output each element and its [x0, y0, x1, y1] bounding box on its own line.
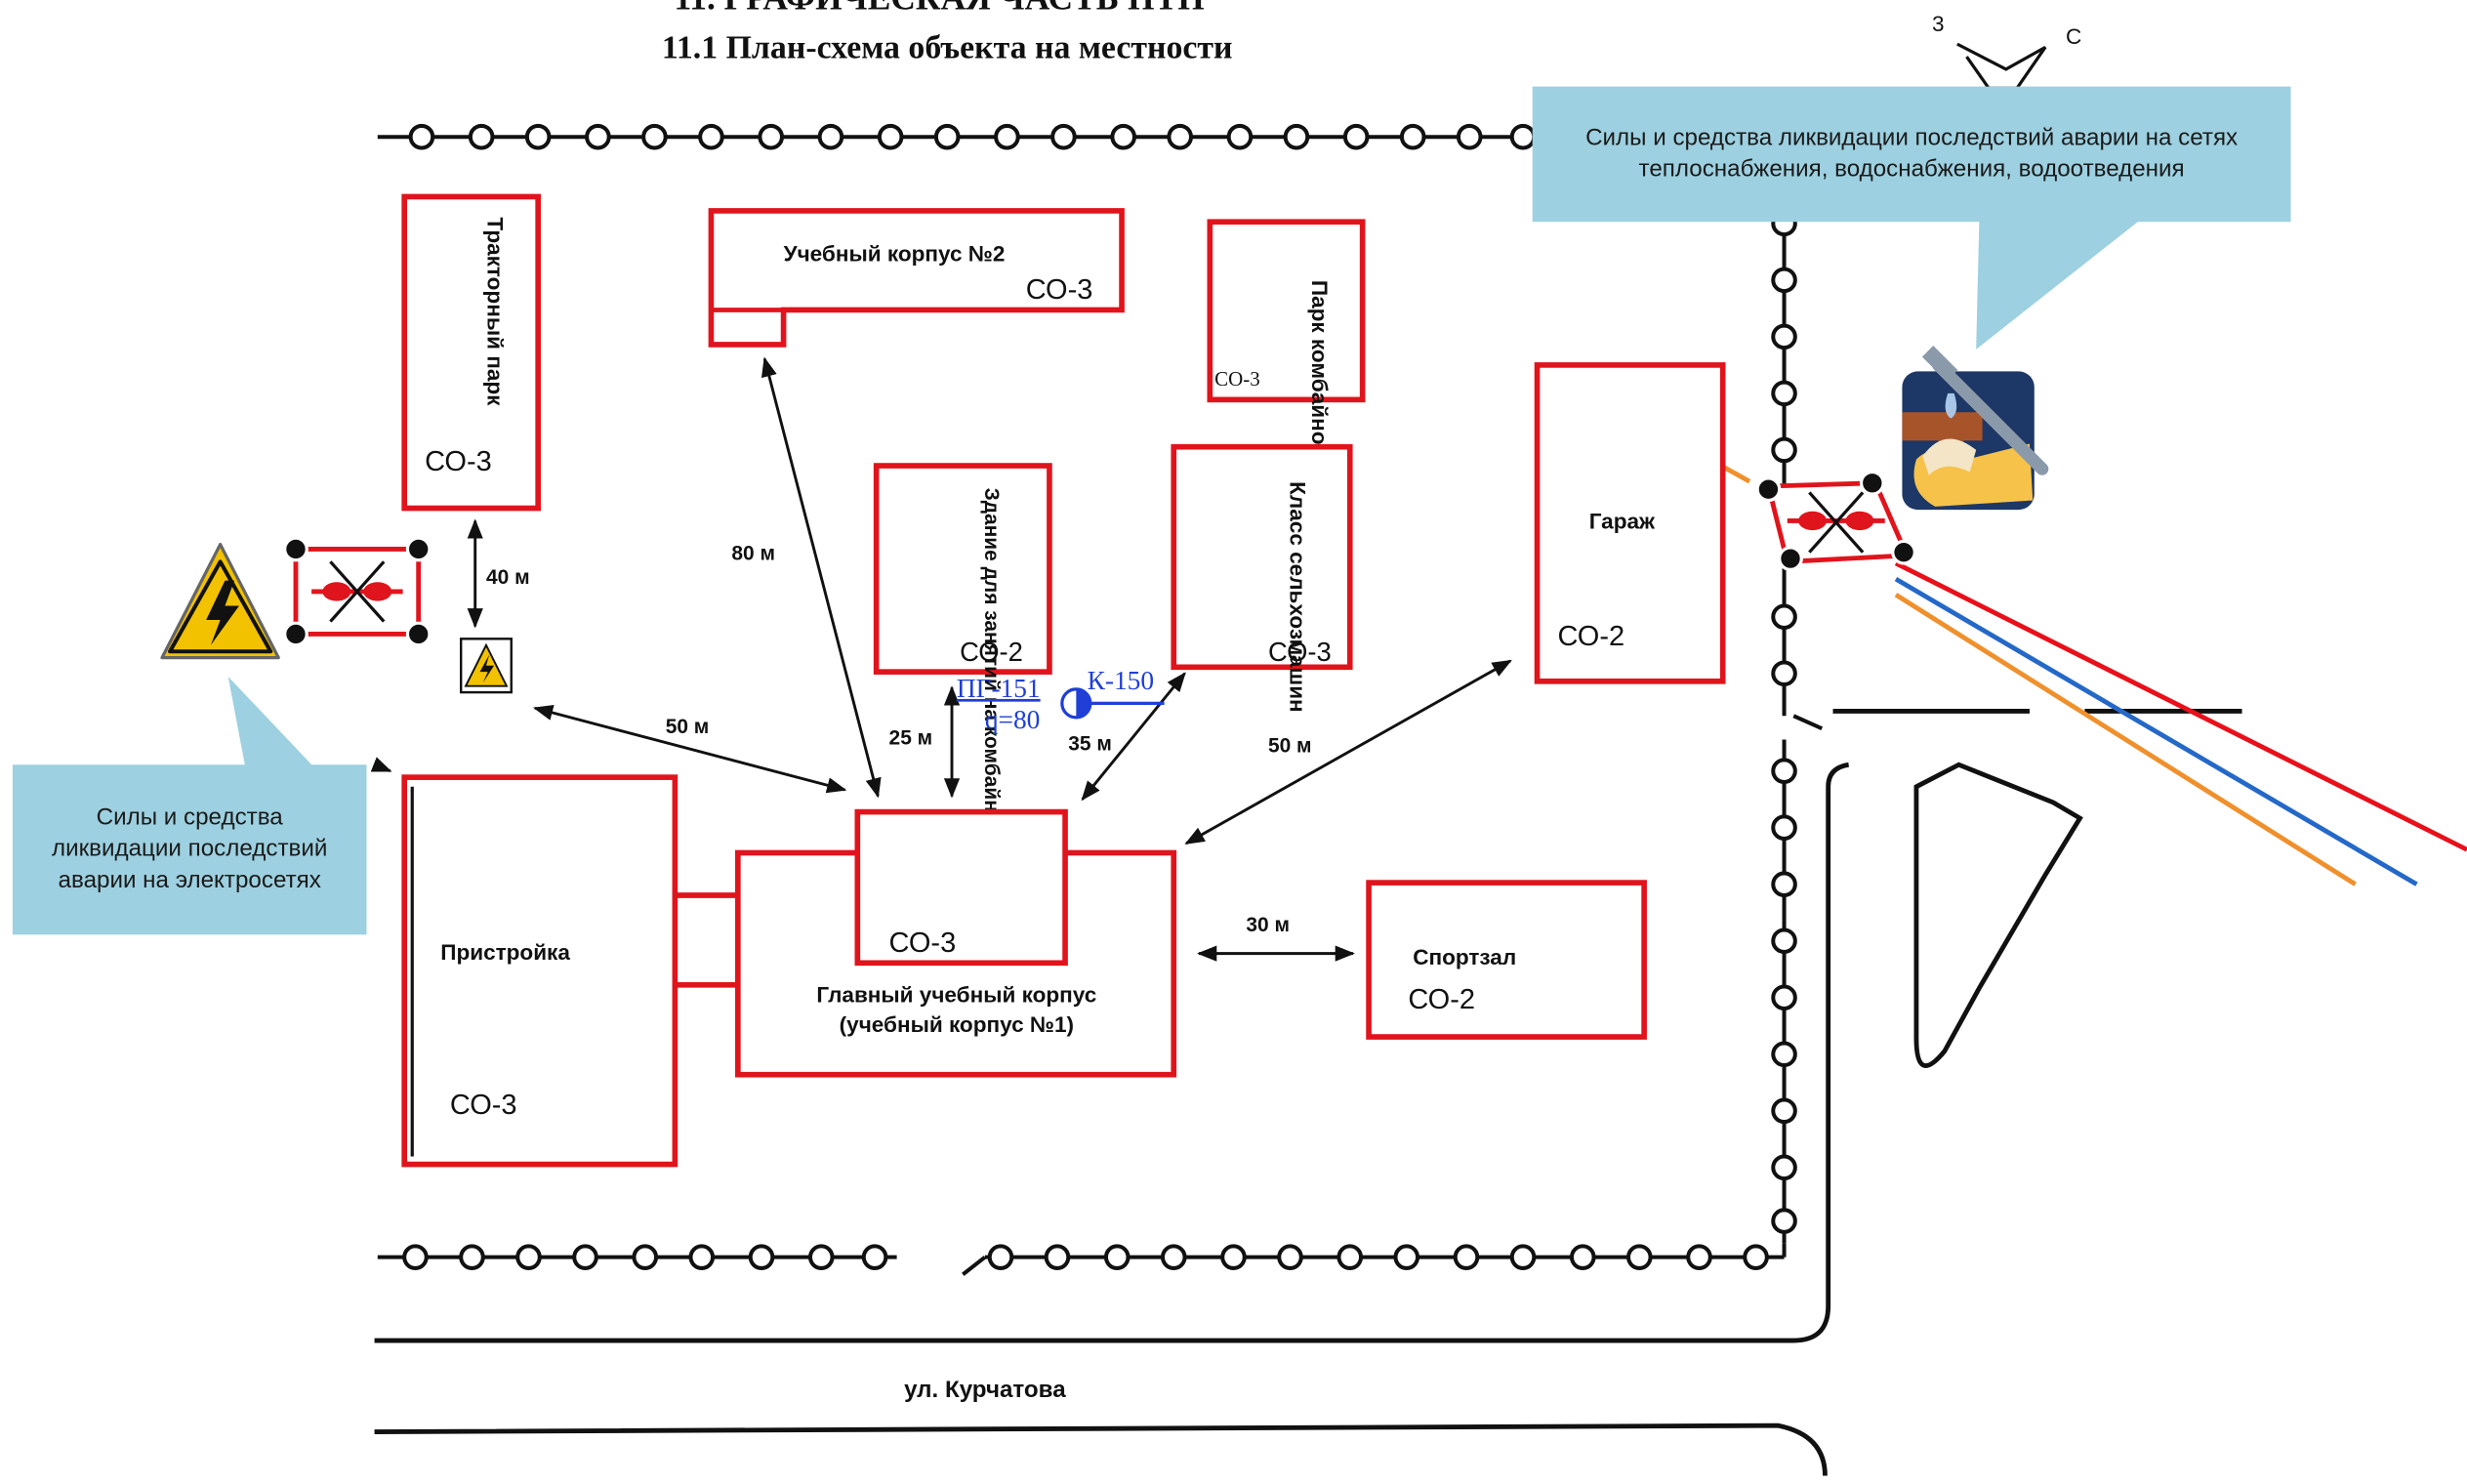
- agri-class-name: Класс сельхозмашин: [1286, 481, 1310, 713]
- main-block-name-line1: Главный учебный корпус: [816, 983, 1096, 1008]
- road-edges: [374, 709, 2242, 1476]
- garage-name: Гараж: [1589, 509, 1656, 533]
- distance-35: 35 м: [1068, 733, 1112, 756]
- fence-right: [1771, 204, 1824, 1244]
- distance-50-left: 50 м: [666, 716, 710, 738]
- study-block-2-class: СО-3: [1026, 274, 1093, 306]
- network-failure-icon: [283, 536, 432, 647]
- agri-class-class: СО-3: [1268, 637, 1332, 667]
- hydrant-flow: q=80: [985, 705, 1041, 734]
- distance-80: 80 м: [731, 543, 775, 565]
- callout-electric-tail: [227, 676, 315, 768]
- combine-park-name: Парк комбайнов: [1307, 280, 1332, 458]
- building-tractor-park: Тракторный парк СО-3: [401, 193, 541, 512]
- combine-class-name: Здание для занятий на комбайнах: [980, 488, 1003, 836]
- building-garage: Гараж СО-2: [1534, 362, 1726, 684]
- callout-water-text: Силы и средства ликвидации последствий а…: [1585, 124, 2239, 183]
- fence-bottom: [377, 1243, 1787, 1276]
- building-gym: Спортзал СО-2: [1366, 880, 1647, 1040]
- callout-water-tail: [1976, 220, 2140, 350]
- gym-name: Спортзал: [1413, 945, 1516, 969]
- tractor-park-name: Тракторный парк: [483, 217, 508, 406]
- small-high-voltage-icon: [459, 638, 513, 694]
- combine-park-class: СО-3: [1214, 367, 1260, 391]
- hydrant-pg151: ПГ-151 q=80 К-150: [957, 666, 1165, 734]
- callout-electric: Силы и средства ликвидации последствий а…: [12, 764, 367, 935]
- annex-name: Пристройка: [440, 940, 570, 965]
- building-study-block-2: Учебный корпус №2 СО-3: [708, 208, 1125, 348]
- building-combine-class: Здание для занятий на комбайнах СО-2: [873, 463, 1052, 836]
- compass-south-label: С: [2066, 24, 2081, 49]
- hydrant-icon: [1076, 688, 1090, 718]
- building-main-block: СО-3 Главный учебный корпус (учебный кор…: [735, 808, 1177, 1078]
- page-title: 11. ГРАФИЧЕСКАЯ ЧАСТЬ ПТП: [674, 0, 1204, 18]
- hydrant-label: ПГ-151: [957, 674, 1041, 703]
- annex-connectors: [675, 892, 738, 988]
- building-annex: Пристройка СО-3: [401, 774, 678, 1168]
- distance-30: 30 м: [1246, 914, 1290, 936]
- svg-text:Тракторный парк: Тракторный парк: [483, 217, 508, 406]
- study-block-2-name: Учебный корпус №2: [784, 242, 1006, 267]
- gym-class: СО-2: [1408, 984, 1475, 1015]
- distance-25: 25 м: [889, 726, 933, 749]
- garage-class: СО-2: [1557, 621, 1624, 652]
- distance-40: 40 м: [486, 566, 530, 589]
- utility-lines: [1719, 463, 2467, 886]
- distance-50-right: 50 м: [1268, 734, 1312, 757]
- annex-class: СО-3: [450, 1090, 517, 1121]
- compass-icon: 3 С: [1932, 12, 2081, 90]
- building-combine-park: Парк комбайнов СО-3: [1207, 219, 1366, 458]
- callout-water: Силы и средства ликвидации последствий а…: [1532, 86, 2291, 223]
- callout-electric-text: Силы и средства ликвидации последствий а…: [51, 804, 328, 894]
- street-name: ул. Курчатова: [904, 1377, 1066, 1403]
- plumbing-repair-icon: [1902, 346, 2049, 511]
- page-subtitle: 11.1 План-схема объекта на местности: [662, 30, 1233, 66]
- fence-top: [377, 123, 1537, 150]
- network-failure-icon-garage: [1755, 470, 1916, 572]
- combine-class-class: СО-2: [960, 637, 1023, 667]
- hydrant-pipe: К-150: [1088, 666, 1154, 695]
- building-agri-class: Класс сельхозмашин СО-3: [1171, 443, 1353, 713]
- tractor-park-class: СО-3: [425, 446, 492, 477]
- main-block-class: СО-3: [889, 928, 957, 959]
- high-voltage-warning-icon: [160, 543, 280, 660]
- main-block-name-line2: (учебный корпус №1): [840, 1012, 1074, 1037]
- compass-north-label: 3: [1932, 12, 1945, 36]
- distance-arrows: [370, 356, 1512, 962]
